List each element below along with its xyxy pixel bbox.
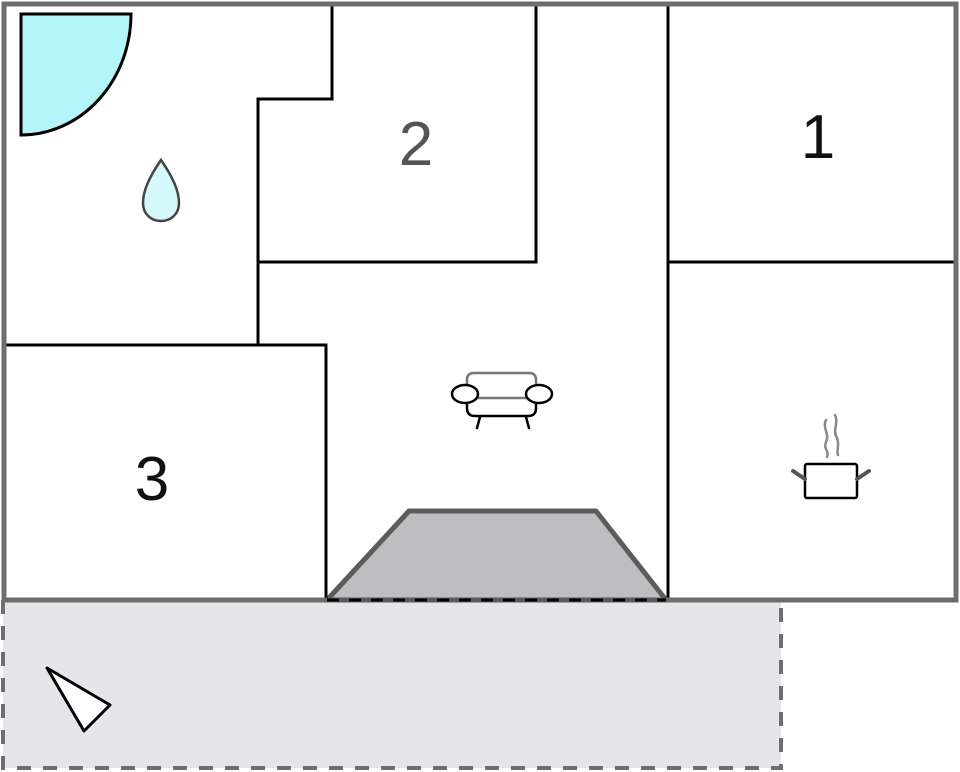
outer-walls (1, 1, 959, 603)
room-label-1: 1 (801, 103, 835, 172)
cooking-pot-icon (791, 413, 871, 500)
room-label-3: 3 (135, 445, 169, 514)
shower-icon (19, 12, 133, 137)
building-floor (4, 4, 956, 600)
compass-pointer-icon (45, 666, 112, 733)
inner-walls (4, 4, 956, 600)
terrace (1, 600, 783, 770)
bathroom (19, 12, 181, 223)
water-drop-icon (141, 157, 181, 223)
room-label-2: 2 (399, 110, 433, 179)
sofa-icon (450, 371, 554, 430)
entrance-hall (324, 508, 669, 603)
